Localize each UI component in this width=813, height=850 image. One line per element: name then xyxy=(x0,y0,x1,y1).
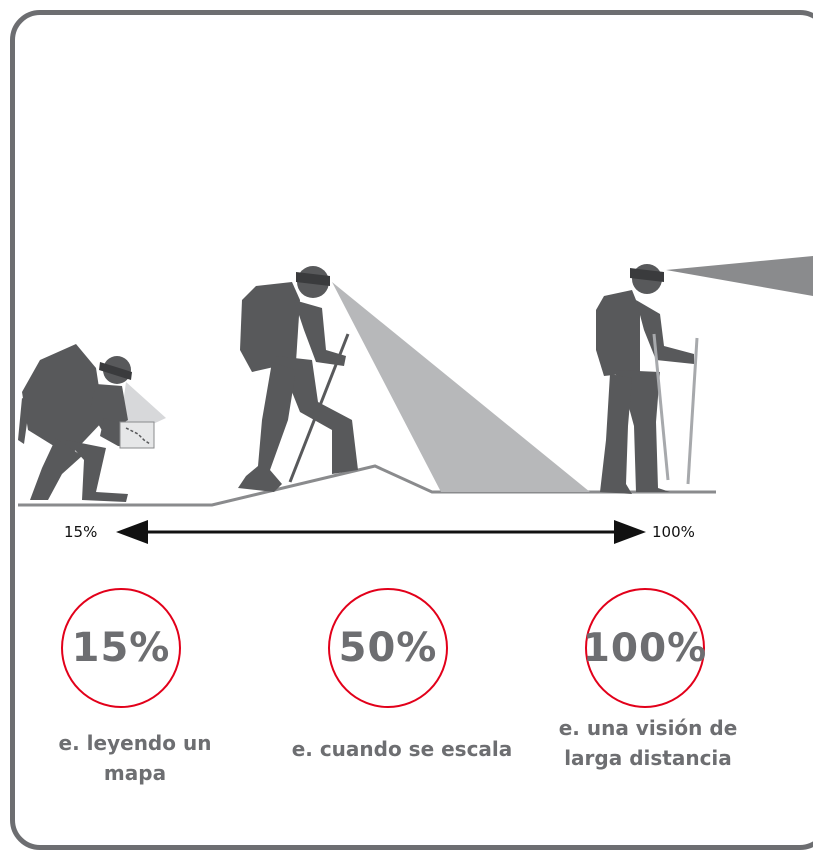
range-min-label: 15% xyxy=(64,523,98,541)
caption-long-distance: e. una visión de larga distancia xyxy=(558,716,738,770)
beam-climbing xyxy=(332,282,590,492)
level-circle-15: 15% xyxy=(61,588,181,708)
diagram: 15% 100% 15% 50% 100% e. leyendo un mapa… xyxy=(10,10,813,850)
range-arrow-right-head xyxy=(614,520,646,544)
range-max-label: 100% xyxy=(652,523,695,541)
map-sheet xyxy=(119,421,155,449)
trekking-pole-left xyxy=(652,333,670,481)
beam-long-distance xyxy=(666,256,813,296)
caption-climbing: e. cuando se escala xyxy=(291,737,513,761)
range-arrow-left-head xyxy=(116,520,148,544)
trekking-pole-right xyxy=(686,337,699,485)
level-circle-50: 50% xyxy=(328,588,448,708)
hiking-scene xyxy=(18,256,813,544)
trekking-pole xyxy=(288,333,350,483)
map-route xyxy=(125,427,151,445)
level-circle-100: 100% xyxy=(583,588,706,708)
caption-map-reading: e. leyendo un mapa xyxy=(58,731,212,785)
hiker-standing-icon xyxy=(596,264,694,494)
